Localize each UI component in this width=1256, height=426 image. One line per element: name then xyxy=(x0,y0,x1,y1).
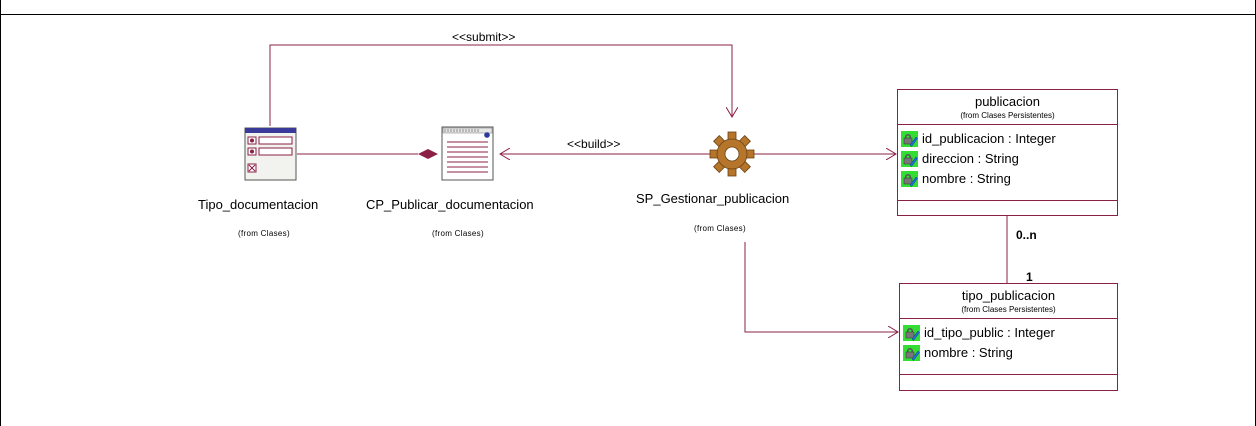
frame-top-border xyxy=(0,14,1256,15)
form-icon[interactable] xyxy=(244,127,297,181)
attribute-text: direccion : String xyxy=(922,151,1019,166)
class-title: publicacion xyxy=(974,94,1041,109)
gear-icon[interactable] xyxy=(709,131,755,177)
attribute-row[interactable]: id_tipo_public : Integer xyxy=(900,323,1117,343)
attribute-text: nombre : String xyxy=(922,171,1011,186)
tipo-documentacion-from: (from Clases) xyxy=(238,229,290,238)
class-header: tipo_publicacion (from Clases Persistent… xyxy=(900,284,1117,319)
build-stereotype-label: <<build>> xyxy=(567,137,621,151)
cp-publicar-name: CP_Publicar_documentacion xyxy=(366,197,534,212)
class-title: tipo_publicacion xyxy=(961,288,1056,303)
aggregation-diamond xyxy=(418,149,438,159)
class-tipo-publicacion[interactable]: tipo_publicacion (from Clases Persistent… xyxy=(899,283,1118,391)
attribute-key-icon xyxy=(901,131,918,147)
attribute-key-icon xyxy=(903,325,920,341)
attribute-row[interactable]: nombre : String xyxy=(898,169,1117,189)
gear-to-tipo-publicacion-connector[interactable] xyxy=(744,242,898,332)
submit-stereotype-label: <<submit>> xyxy=(452,30,516,44)
attribute-text: nombre : String xyxy=(924,345,1013,360)
class-attributes: id_tipo_public : Integer nombre : String xyxy=(900,319,1117,375)
cp-publicar-from: (from Clases) xyxy=(432,229,484,238)
class-attributes: id_publicacion : Integer direccion : Str… xyxy=(898,125,1117,201)
attribute-row[interactable]: id_publicacion : Integer xyxy=(898,129,1117,149)
class-publicacion[interactable]: publicacion (from Clases Persistentes) i… xyxy=(897,89,1118,216)
attribute-key-icon xyxy=(901,171,918,187)
class-subtitle: (from Clases Persistentes) xyxy=(960,111,1055,120)
tipo-documentacion-name: Tipo_documentacion xyxy=(198,197,319,212)
sp-gestionar-name: SP_Gestionar_publicacion xyxy=(636,191,790,206)
attribute-row[interactable]: direccion : String xyxy=(898,149,1117,169)
attribute-row[interactable]: nombre : String xyxy=(900,343,1117,363)
multiplicity-one: 1 xyxy=(1026,270,1033,284)
attribute-text: id_tipo_public : Integer xyxy=(924,325,1055,340)
web-page-icon[interactable] xyxy=(441,126,494,181)
submit-connector[interactable] xyxy=(269,44,732,126)
attribute-key-icon xyxy=(903,345,920,361)
attribute-key-icon xyxy=(901,151,918,167)
class-subtitle: (from Clases Persistentes) xyxy=(961,305,1056,314)
multiplicity-many: 0..n xyxy=(1016,228,1037,242)
sp-gestionar-from: (from Clases) xyxy=(694,224,746,233)
class-header: publicacion (from Clases Persistentes) xyxy=(898,90,1117,125)
attribute-text: id_publicacion : Integer xyxy=(922,131,1056,146)
